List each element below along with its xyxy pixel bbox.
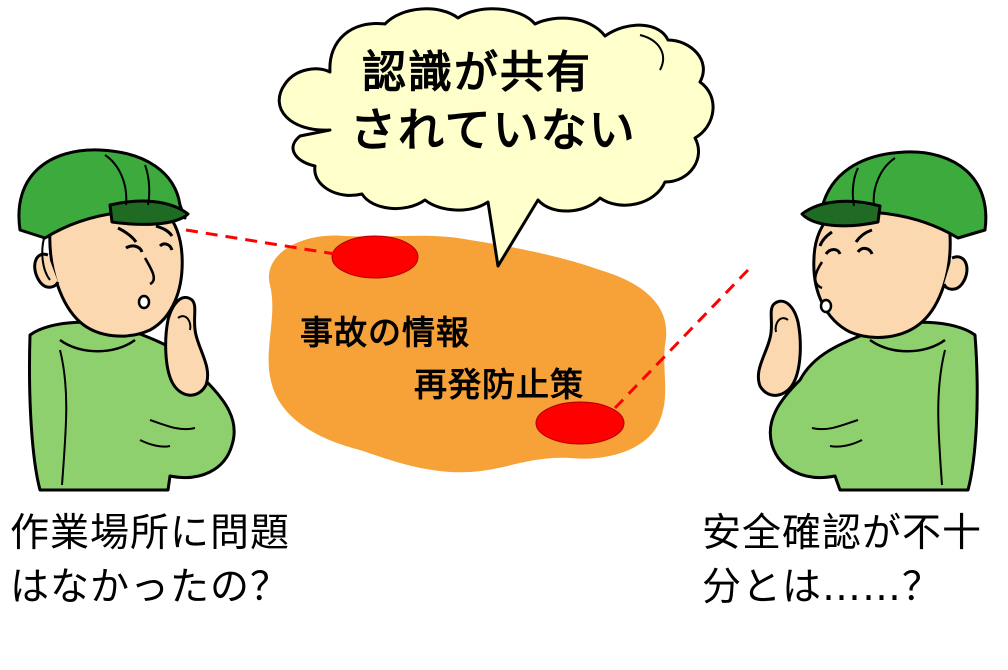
worker-right <box>756 150 988 492</box>
speech-bubble <box>277 7 715 268</box>
left-worker-caption-line-2: はなかったの？ <box>10 565 291 610</box>
speech-bubble-line-2: されていない <box>350 103 637 157</box>
sight-line-left <box>185 228 336 256</box>
right-worker-caption-line-1: 安全確認が不十 <box>702 511 983 556</box>
right-worker-caption-line-2: 分とは……？ <box>702 565 943 610</box>
red-spot-left <box>331 235 419 279</box>
shared-area-label-prevention: 再発防止策 <box>414 365 584 404</box>
worker-left <box>17 148 236 492</box>
left-worker-caption-line-1: 作業場所に問題 <box>10 511 291 556</box>
speech-bubble-line-1: 認識が共有 <box>362 47 592 98</box>
shared-area-label-accident-info: 事故の情報 <box>300 313 470 352</box>
sight-line-right <box>613 268 750 410</box>
red-spot-right <box>535 401 625 445</box>
